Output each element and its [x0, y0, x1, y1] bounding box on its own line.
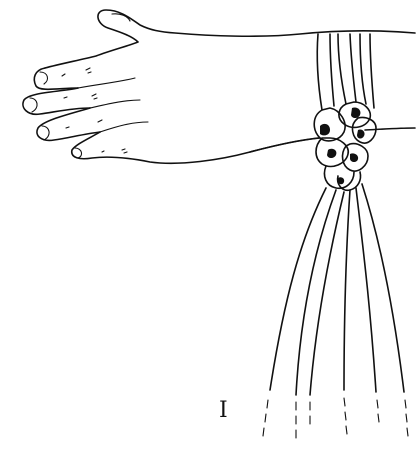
hanging-straps [263, 184, 408, 438]
figure-label: I [219, 400, 228, 422]
knot [314, 102, 376, 190]
wrist-straps [317, 34, 374, 110]
